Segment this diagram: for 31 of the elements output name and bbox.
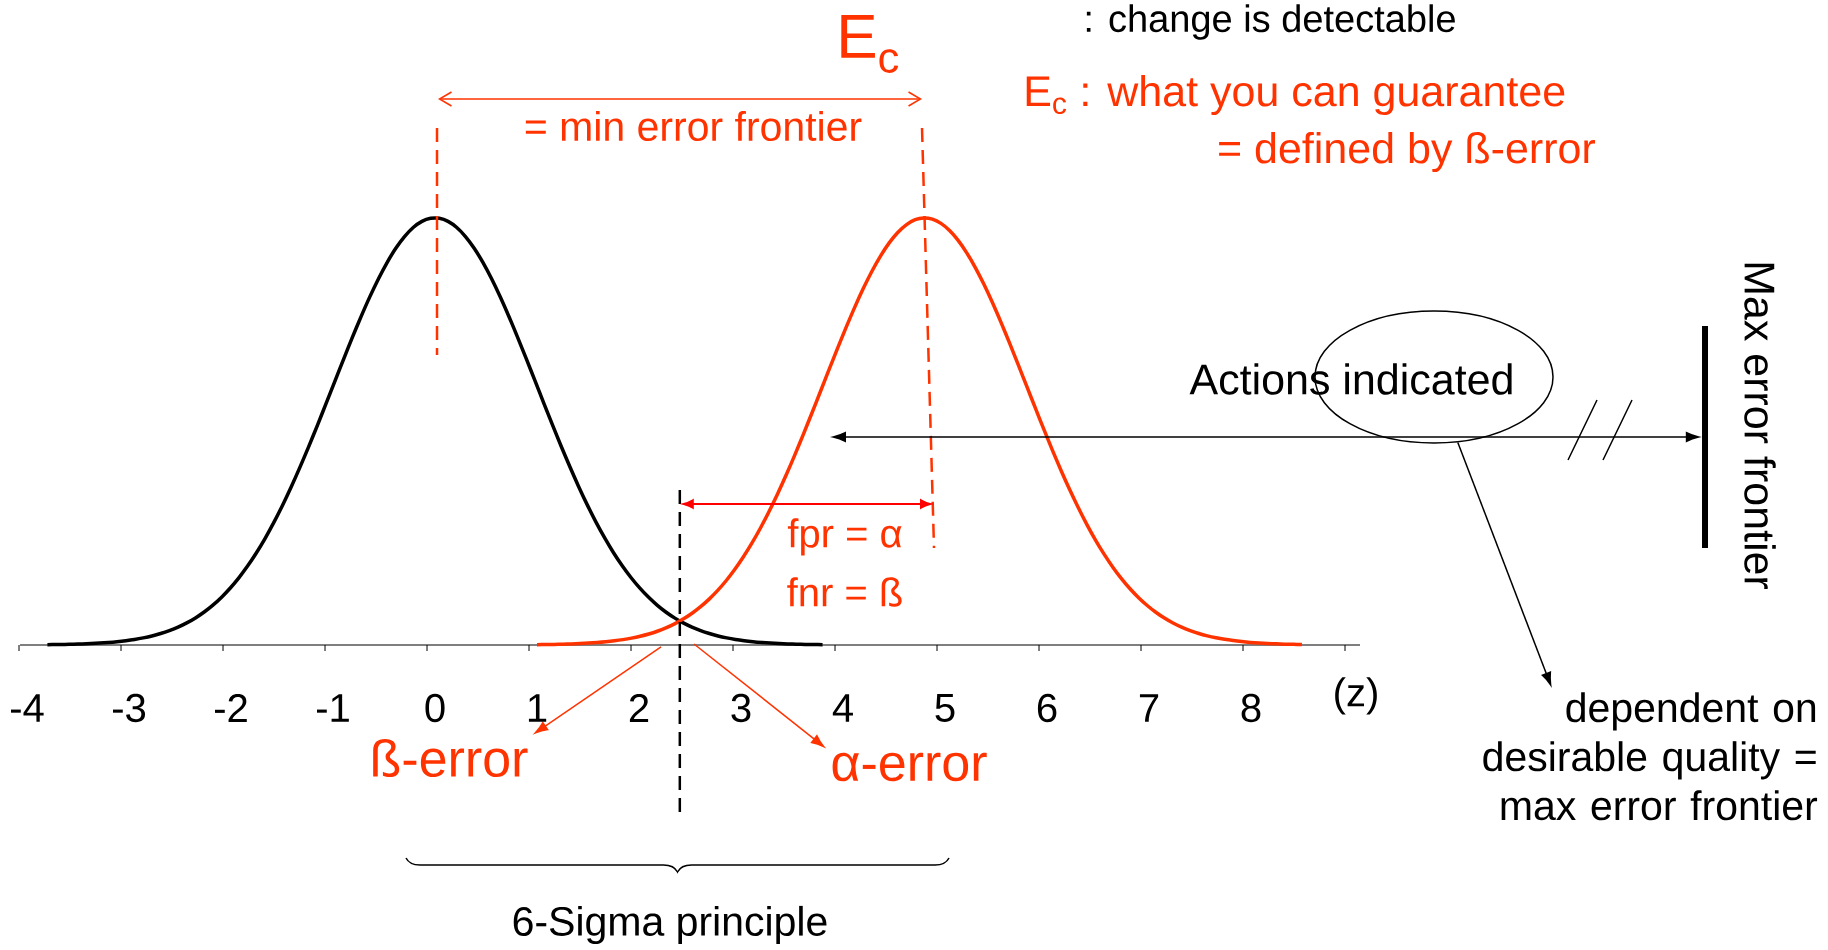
annotation-text: fnr = ß [787,577,902,607]
arrow [1457,441,1552,686]
tick-label: 1 [528,694,547,722]
arrow [534,646,662,734]
note-text: dependent on desirable quality = max error frontier [1483,692,1818,821]
error-label: ß-error [373,738,528,778]
axis-label: (z) [1335,677,1377,715]
frontier-bar [1702,326,1708,548]
tick-label: 3 [731,693,751,723]
tick-label: -3 [113,693,146,723]
tick-label: 6 [1037,693,1057,723]
arrow [693,643,825,748]
annotation-text: E$_{c}$ [841,15,899,73]
annotation-text: : change is detectable [1086,4,1455,40]
tick-label: -1 [317,694,349,722]
annotation-text: fpr = α [787,518,902,556]
annotation-text: E$_{c}$ : what you can guarantee [1026,74,1565,116]
tick-label: 7 [1139,694,1159,722]
tick-label: 4 [832,694,853,722]
tick-label: 2 [629,694,649,722]
frontier-label: Max error frontier [1744,263,1776,590]
error-label: α-error [832,752,987,782]
annotation-text: = min error frontier [525,110,862,142]
brace-label: 6-Sigma principle [513,905,827,945]
tick-label: 5 [935,694,955,722]
arrow [832,432,1700,442]
tick-label: -2 [215,694,247,722]
tick-label: 0 [425,693,445,723]
tick-label: 8 [1241,693,1261,723]
annotation-text: = defined by ß-error [1219,131,1596,173]
tick-label: -4 [11,694,44,722]
